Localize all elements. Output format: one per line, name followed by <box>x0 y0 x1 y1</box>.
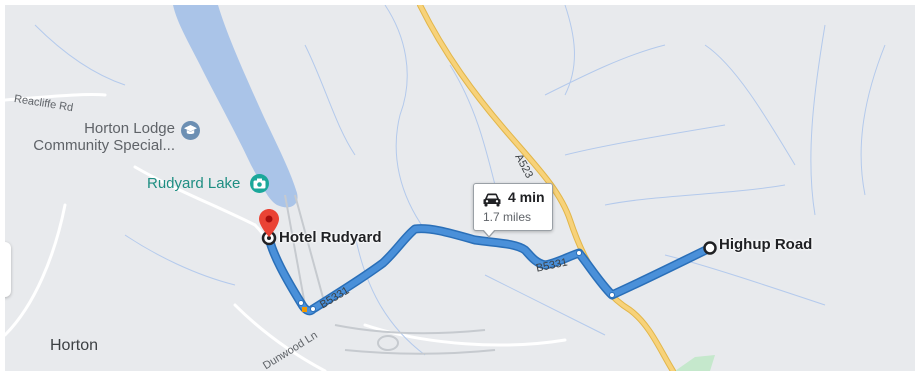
minor-road <box>233 303 327 371</box>
car-icon <box>483 193 501 207</box>
side-panel-handle[interactable] <box>5 242 11 297</box>
poi-horton-lodge-line1: Horton Lodge <box>84 120 175 137</box>
route-distance: 1.7 miles <box>483 210 532 224</box>
minor-road <box>363 323 567 347</box>
poi-rudyard-lake[interactable]: Rudyard Lake <box>147 175 241 192</box>
graduation-cap-icon[interactable] <box>181 121 200 140</box>
lake-water <box>173 5 298 208</box>
camera-icon[interactable] <box>250 174 269 193</box>
poi-horton-lodge-line2: Community Special... <box>33 137 175 155</box>
place-horton[interactable]: Horton <box>50 337 99 354</box>
map-base-layer <box>5 5 886 371</box>
route-info-callout[interactable]: 4 min 1.7 miles <box>473 183 553 238</box>
minor-road <box>5 92 107 102</box>
map-pin-icon[interactable] <box>259 209 279 237</box>
junction-marker <box>302 307 307 312</box>
callout-pointer <box>482 229 496 238</box>
label-hotel-rudyard[interactable]: Hotel Rudyard <box>279 229 382 246</box>
end-marker[interactable] <box>703 241 717 255</box>
route-line[interactable] <box>266 225 713 314</box>
park-area <box>675 355 715 371</box>
route-duration: 4 min <box>508 189 545 205</box>
poi-horton-lodge[interactable]: Horton Lodge Community Special... <box>25 120 175 155</box>
minor-road <box>133 165 257 227</box>
label-highup-road[interactable]: Highup Road <box>719 236 813 253</box>
map-canvas[interactable]: Reacliffe Rd Horton Lodge Community Spec… <box>5 5 915 371</box>
minor-road <box>5 203 67 337</box>
